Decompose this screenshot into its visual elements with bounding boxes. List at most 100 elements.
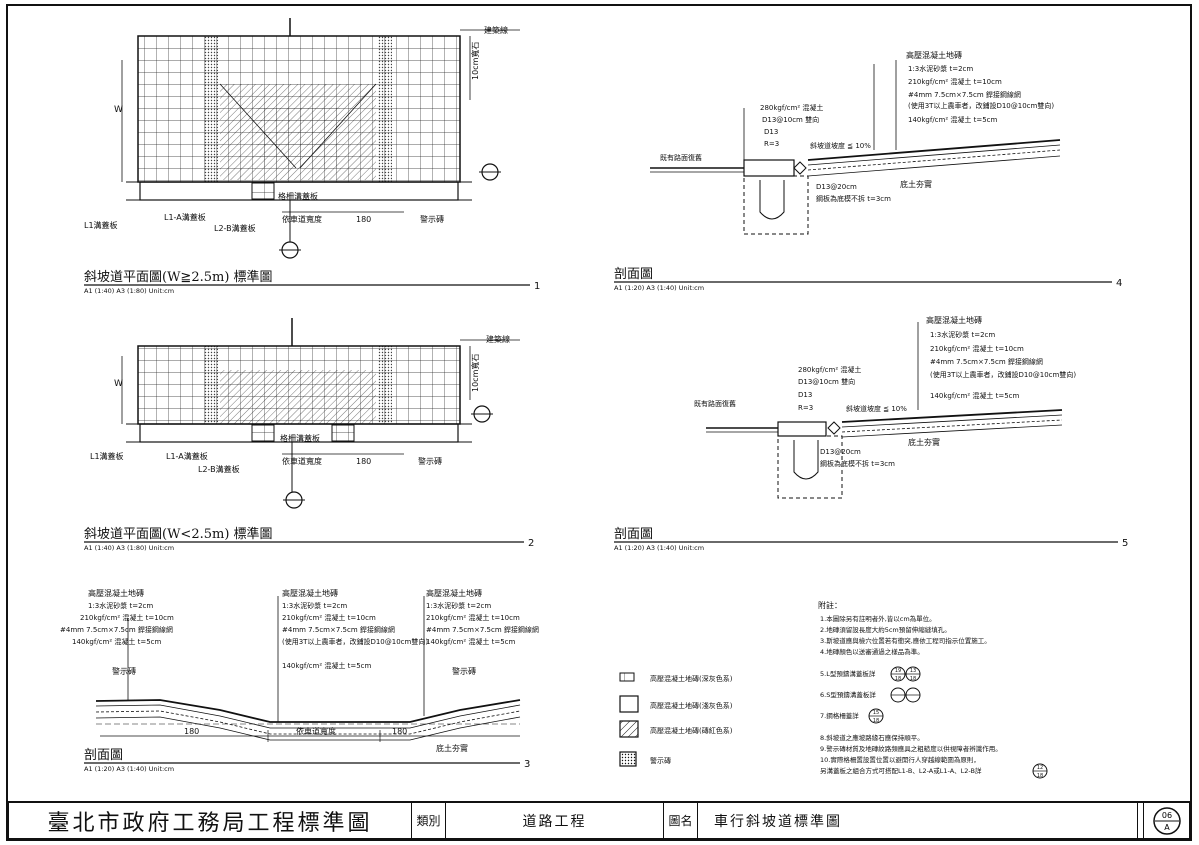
plan2-dim-180: 180 (356, 457, 371, 466)
plan1-grate: 格柵溝蓋板 (278, 191, 318, 201)
sec4-layer-mortar: 1:3水泥砂漿 t=2cm (908, 64, 973, 73)
note-2: 2.地磚須留設長度大約5cm預留伸縮縫填孔。 (820, 625, 951, 634)
sec3-layer-tile-c: 高壓混凝土地磚 (426, 588, 482, 598)
sec4-subgrade: 底土夯實 (900, 179, 932, 189)
sec5-d13: D13 (798, 391, 812, 399)
sec3-layer-meshnote-b: (使用3T以上農車者，改鋪設D10@10cm雙向) (282, 637, 428, 646)
sec4-c280: 280kgf/cm² 混凝土 (760, 103, 823, 112)
sec4-layer-meshnote: (使用3T以上農車者，改鋪設D10@10cm雙向) (908, 101, 1054, 110)
view5-number: 5 (1122, 538, 1128, 549)
sec3-layer-c140-b: 140kgf/cm² 混凝土 t=5cm (282, 661, 372, 670)
sec3-warning-left: 警示磚 (112, 666, 136, 676)
ref5-top-b: 13 (910, 668, 916, 674)
sec5-c280: 280kgf/cm² 混凝土 (798, 365, 861, 374)
note-3: 3.斯坡道應與檢穴位置若有衝突,應依工程司指示位置施工。 (820, 636, 991, 645)
sec5-slope: 斜坡道坡度 ≦ 10% (846, 404, 907, 413)
sec5-curb-note: 鋼板為底模不拆 t=3cm (820, 459, 895, 468)
legend-label-light: 高壓混凝土地磚(淺灰色系) (650, 701, 733, 710)
legend-swatch-dark (619, 672, 635, 682)
sec4-rebar-bi: D13@10cm 雙向 (762, 115, 819, 124)
sec3-layer-mortar-a: 1:3水泥砂漿 t=2cm (88, 601, 153, 610)
sec4-layer-mesh: #4mm 7.5cm×7.5cm 銲接鋼線網 (908, 90, 1021, 99)
sec4-slope: 斜坡道坡度 ≦ 10% (810, 141, 871, 150)
note-5: 5.L型預鑄溝蓋板詳 (820, 669, 876, 678)
view1-title: 斜坡道平面圖(W≧2.5m) 標準圖 (84, 269, 273, 285)
sheet-number: 06 (1161, 811, 1171, 820)
sec5-subgrade: 底土夯實 (908, 437, 940, 447)
sec5-layer-c210: 210kgf/cm² 混凝土 t=10cm (930, 344, 1024, 353)
legend-label-warning: 警示磚 (650, 756, 671, 765)
section-view-5 (706, 322, 1063, 499)
plan2-grate: 格柵溝蓋板 (280, 433, 320, 443)
view2-scale: A1 (1:40) A3 (1:80) Unit:cm (84, 544, 174, 552)
ref7-top: 15 (873, 710, 879, 716)
drawing-name: 車行斜坡道標準圖 (698, 803, 1138, 838)
drawing-name-label: 圖名 (664, 803, 698, 838)
view1-scale: A1 (1:40) A3 (1:80) Unit:cm (84, 287, 174, 295)
sec3-layer-c210-a: 210kgf/cm² 混凝土 t=10cm (80, 613, 174, 622)
sec5-existing: 既有路面復舊 (694, 399, 736, 408)
view5-title: 剖面圖 (614, 527, 653, 542)
plan1-warning: 警示磚 (420, 214, 444, 224)
note-1: 1.本圖除另有註明者外,皆以cm為單位。 (820, 614, 936, 623)
sheet-border (6, 4, 1192, 841)
sec5-layer-mesh: #4mm 7.5cm×7.5cm 銲接鋼線網 (930, 357, 1043, 366)
view2-title: 斜坡道平面圖(W<2.5m) 標準圖 (84, 526, 273, 542)
note-10: 10.實際格柵置設置位置以避開行人穿越線範圍為原則， (820, 755, 980, 764)
section-view-3 (95, 596, 521, 742)
plan2-road-width: 依車道寬度 (282, 456, 322, 466)
plan1-ditch-b: L2-B溝蓋板 (214, 223, 256, 233)
organization-name: 臺北市政府工務局工程標準圖 (9, 803, 412, 838)
legend (619, 672, 639, 767)
detail-ref-5 (890, 666, 921, 682)
plan2-ditch-b: L2-B溝蓋板 (198, 464, 240, 474)
ref5-bot-a: 18 (895, 676, 901, 682)
sec5-layer-mortar: 1:3水泥砂漿 t=2cm (930, 330, 995, 339)
detail-ref-10 (1032, 763, 1048, 779)
sec4-layer-tile: 高壓混凝土地磚 (906, 50, 962, 60)
plan2-boundary-label: 建築線 (486, 334, 510, 344)
sec5-layer-tile: 高壓混凝土地磚 (926, 315, 982, 325)
title-block: 臺北市政府工務局工程標準圖 類別 道路工程 圖名 車行斜坡道標準圖 06 A (7, 801, 1191, 840)
sec3-layer-mesh-a: #4mm 7.5cm×7.5cm 銲接鋼線網 (60, 625, 173, 634)
sec4-layer-c140: 140kgf/cm² 混凝土 t=5cm (908, 115, 998, 124)
sec3-layer-mesh-b: #4mm 7.5cm×7.5cm 銲接鋼線網 (282, 625, 395, 634)
sec3-layer-c140-a: 140kgf/cm² 混凝土 t=5cm (72, 637, 162, 646)
section-view-4 (650, 60, 1061, 235)
plan1-dim-180: 180 (356, 215, 371, 224)
ref7-bot: 18 (873, 718, 879, 724)
sec4-existing: 既有路面復舊 (660, 153, 702, 162)
sec5-radius: R=3 (798, 404, 813, 412)
sec4-layer-c210: 210kgf/cm² 混凝土 t=10cm (908, 77, 1002, 86)
sheet-number-icon: 06 A (1152, 806, 1181, 835)
sec3-layer-mesh-c: #4mm 7.5cm×7.5cm 銲接鋼線網 (426, 625, 539, 634)
sec5-rebar20: D13@20cm (820, 448, 861, 456)
view1-number: 1 (534, 281, 540, 292)
sec3-layer-c210-c: 210kgf/cm² 混凝土 t=10cm (426, 613, 520, 622)
detail-ref-6 (890, 687, 921, 703)
note-9: 9.警示磚材質及地磚紋路頻應具之粗糙度以供視障者辨識作用。 (820, 744, 1002, 753)
note-11: 另溝蓋板之組合方式可搭配L1-B、L2-A或L1-A、L2-B詳 (820, 766, 982, 775)
note-6: 6.S型預鑄溝蓋板詳 (820, 690, 876, 699)
note-7: 7.鋼格柵蓋詳 (820, 711, 859, 720)
ref10-bot: 18 (1037, 773, 1043, 779)
view3-number: 3 (524, 759, 530, 770)
plan2-w-label: W (114, 379, 123, 389)
view4-number: 4 (1116, 278, 1122, 289)
sheet-number-badge: 06 A (1143, 803, 1189, 838)
detail-ref-7 (868, 708, 884, 724)
plan1-boundary-label: 建築線 (484, 25, 508, 35)
sec4-curb-note: 鋼板為底模不拆 t=3cm (816, 194, 891, 203)
view3-scale: A1 (1:20) A3 (1:40) Unit:cm (84, 765, 174, 773)
view4-title: 剖面圖 (614, 267, 653, 282)
plan2-ditch-cover: L1溝蓋板 (90, 451, 124, 461)
sec3-road-width: 依車道寬度 (296, 726, 336, 736)
sec3-layer-mortar-c: 1:3水泥砂漿 t=2cm (426, 601, 491, 610)
ref10-top: 12 (1037, 765, 1043, 771)
sec3-dim-right: 180 (392, 727, 407, 736)
category-value: 道路工程 (446, 803, 664, 838)
legend-label-dark: 高壓混凝土地磚(深灰色系) (650, 674, 733, 683)
plan-view-2 (121, 318, 520, 509)
